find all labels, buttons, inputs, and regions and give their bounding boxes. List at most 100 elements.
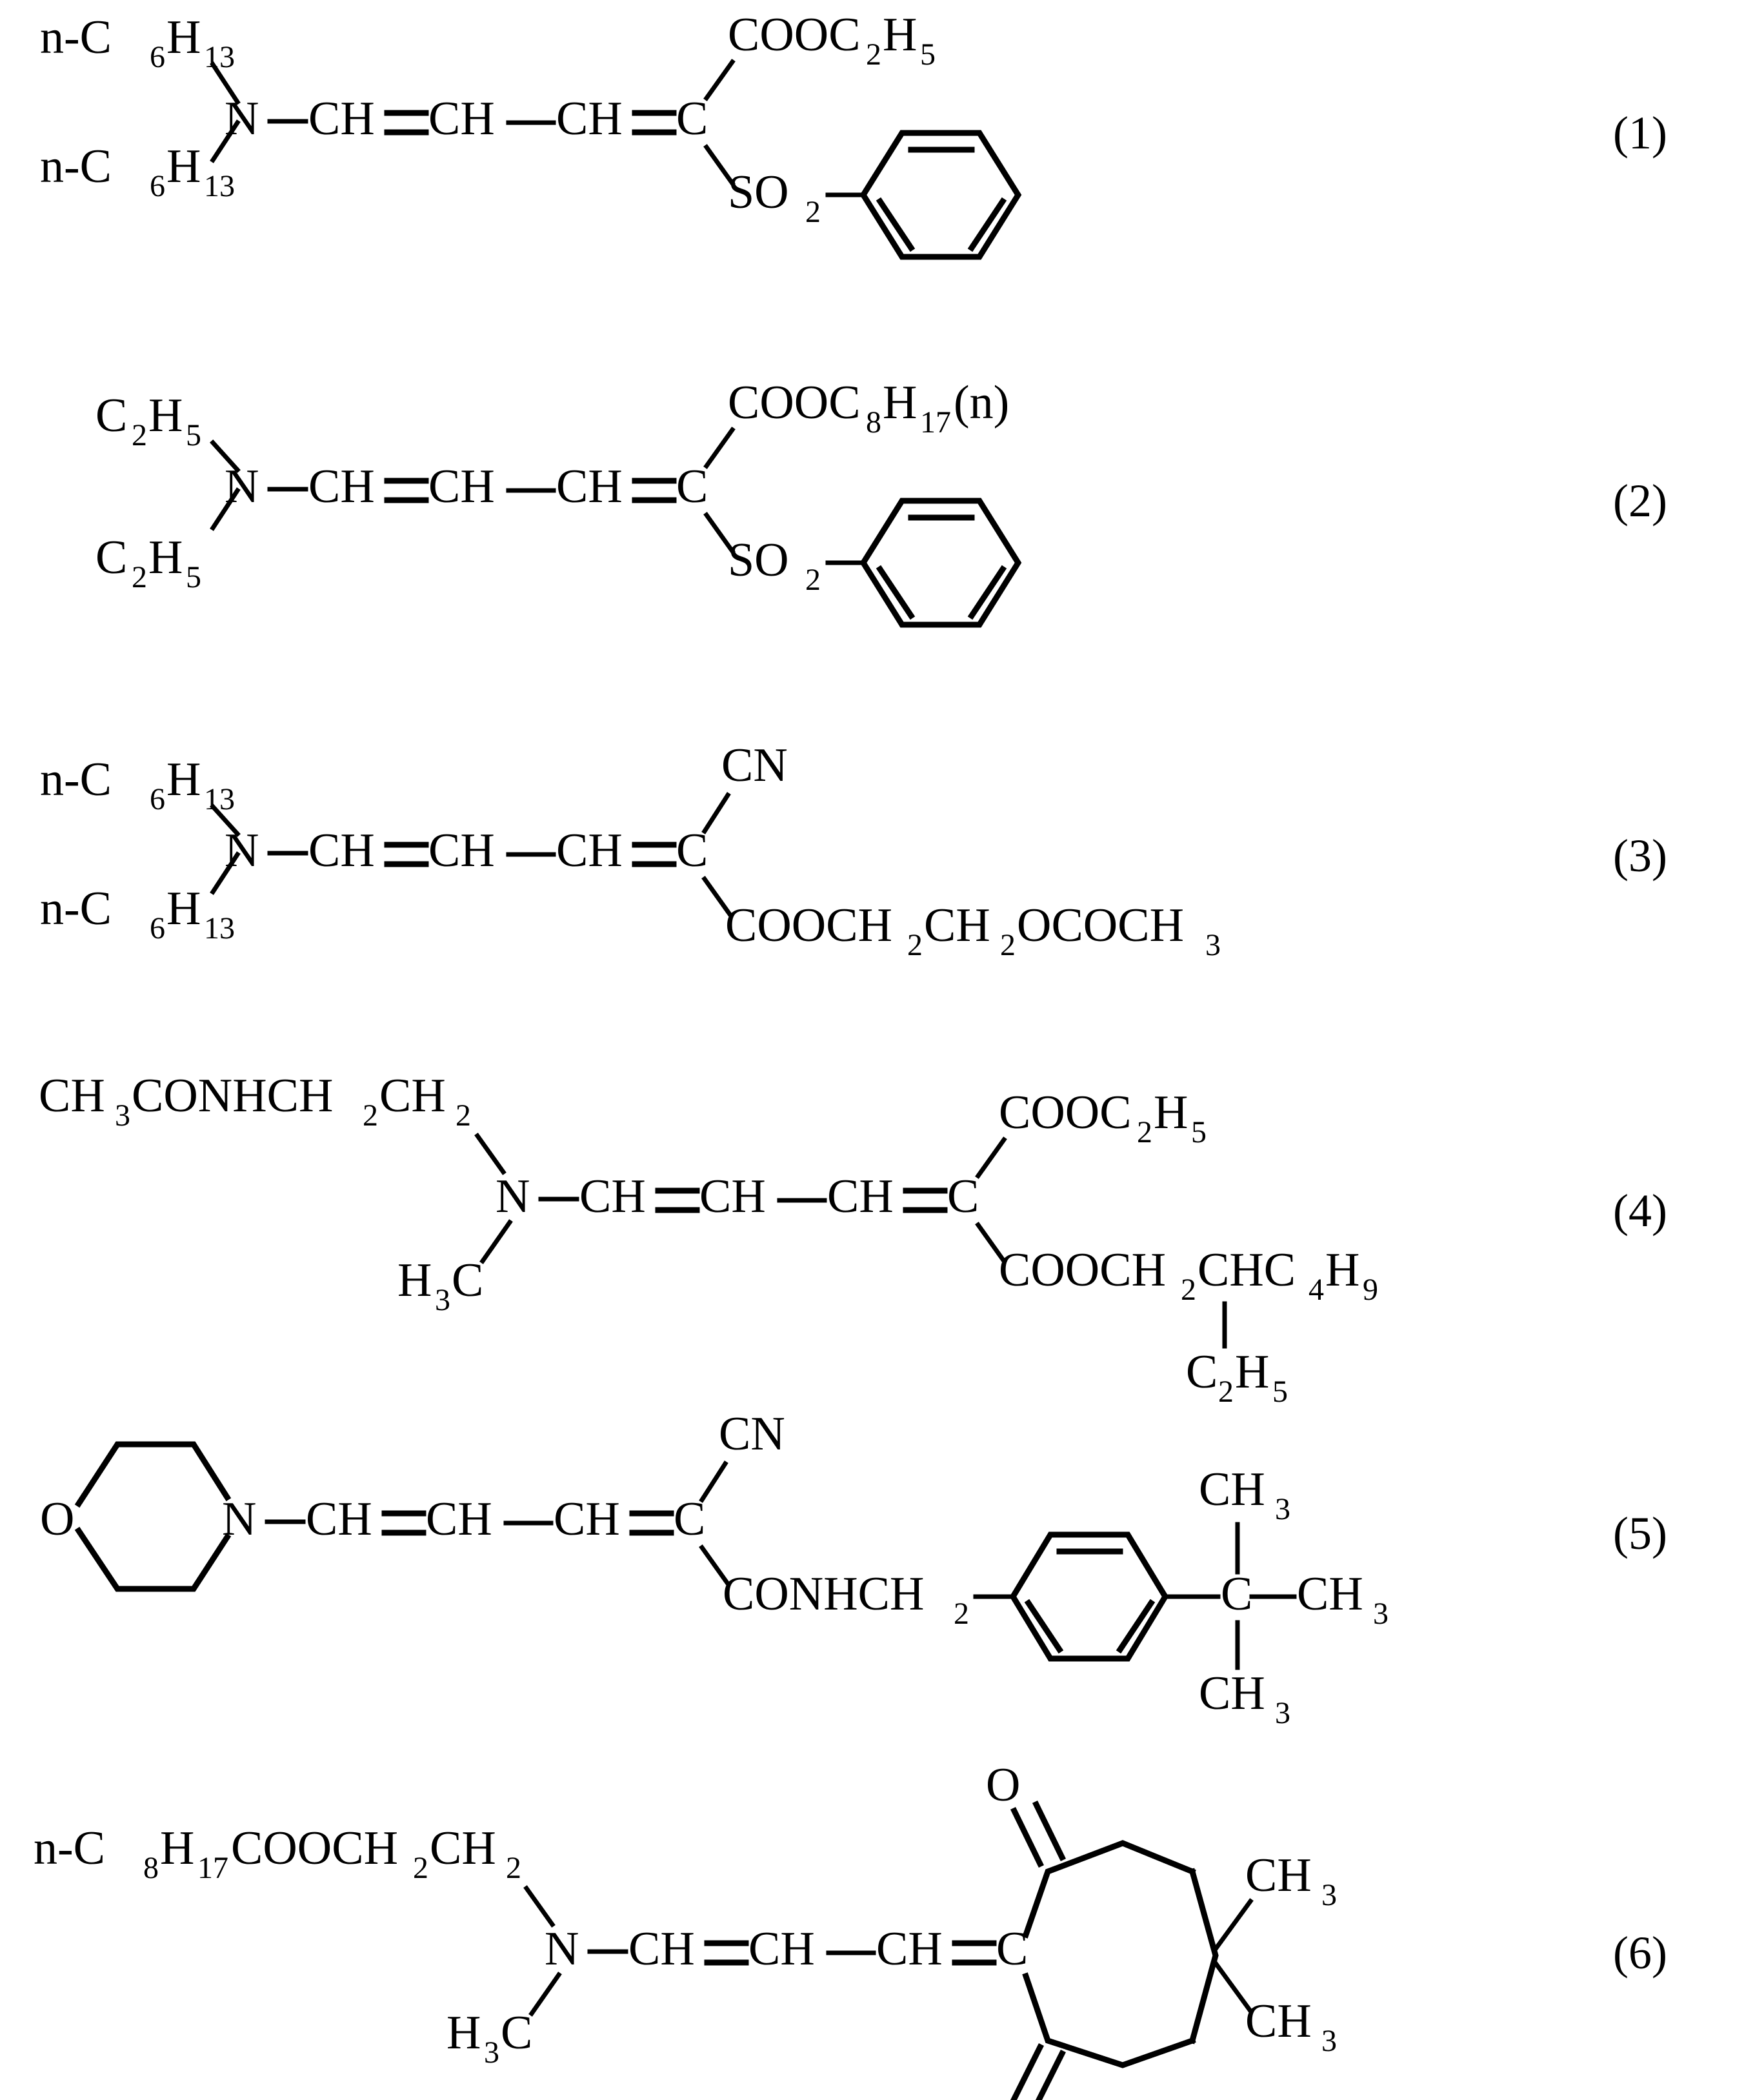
s1-sulfonyl-sub2: 2 bbox=[805, 195, 821, 229]
s4-branch-sub2: 2 bbox=[1218, 1375, 1234, 1409]
s1-ester-sub2: 2 bbox=[866, 37, 881, 72]
s2-left-top-sub2: 2 bbox=[132, 418, 147, 452]
s2-ester-label: COOC bbox=[728, 376, 861, 429]
s3-left-top-h: H bbox=[166, 753, 201, 806]
s1-left-top-h: H bbox=[166, 11, 201, 64]
s4-amide-ch2b: CH bbox=[379, 1069, 446, 1122]
s4-bond-c-ester-top bbox=[975, 1136, 1007, 1179]
s1-ester-label: COOC bbox=[728, 8, 861, 61]
s5-tbutyl-center: C bbox=[1221, 1568, 1252, 1620]
s5-morpholine-lower bbox=[74, 1526, 232, 1592]
s6-oxo-bottom-oxygen: O bbox=[986, 2094, 1020, 2100]
s1-phenyl-ring bbox=[859, 130, 1022, 260]
s2-left-top-label: C bbox=[95, 389, 127, 442]
s4-branch-c: C bbox=[1186, 1346, 1218, 1398]
s2-sulfonyl-sub2: 2 bbox=[805, 563, 821, 597]
s4-bond-n-methyl bbox=[479, 1219, 513, 1264]
s6-ch-2: CH bbox=[748, 1923, 815, 1975]
s3-ester-sub2a: 2 bbox=[907, 928, 923, 962]
s4-ch-1: CH bbox=[579, 1170, 646, 1223]
s1-ch-1: CH bbox=[308, 92, 375, 145]
s6-methyl-sub3: 3 bbox=[484, 2035, 499, 2070]
s1-sulfonyl-label: SO bbox=[728, 166, 789, 219]
s6-methyl-bottom-sub3: 3 bbox=[1321, 2024, 1337, 2058]
s4-ester-bottom-sub2: 2 bbox=[1181, 1273, 1196, 1307]
s4-ester-top-sub5: 5 bbox=[1191, 1115, 1207, 1149]
s6-chain-sub2a: 2 bbox=[413, 1851, 428, 1885]
s1-number: (1) bbox=[1613, 107, 1667, 159]
s4-amide-conh: CONHCH bbox=[132, 1069, 333, 1122]
s2-ch-2: CH bbox=[428, 460, 495, 513]
s4-ester-bottom-h: H bbox=[1325, 1244, 1359, 1297]
s6-ch-1: CH bbox=[628, 1923, 695, 1975]
s1-phenyl-dbl-left bbox=[876, 197, 916, 252]
s2-left-bottom-sub2: 2 bbox=[132, 560, 147, 594]
s3-left-top-label: n-C bbox=[40, 753, 112, 806]
s2-ch-3: CH bbox=[556, 460, 623, 513]
s4-methyl-sub3: 3 bbox=[435, 1283, 450, 1317]
s2-phenyl-ring bbox=[859, 498, 1022, 628]
s4-ch-2: CH bbox=[699, 1170, 766, 1223]
s6-ring-right bbox=[1188, 1868, 1219, 2044]
s2-bond-c-ester bbox=[703, 427, 736, 469]
s6-methyl-h: H bbox=[446, 2006, 481, 2059]
s6-ring-lower-left bbox=[1022, 1972, 1196, 2068]
s6-oxo-bottom-b bbox=[1035, 2049, 1067, 2100]
s1-left-bottom-sub13: 13 bbox=[204, 169, 235, 203]
s1-ch-2: CH bbox=[428, 92, 495, 145]
s5-tbutyl-bottom-sub3: 3 bbox=[1275, 1696, 1290, 1730]
s2-phenyl-dbl-right bbox=[967, 565, 1007, 620]
s4-methyl-c: C bbox=[452, 1254, 483, 1307]
s1-left-top-sub13: 13 bbox=[204, 40, 235, 74]
s3-ch-3: CH bbox=[556, 824, 623, 877]
s5-morpholine-upper bbox=[74, 1441, 232, 1508]
s1-left-bottom-label: n-C bbox=[40, 140, 112, 193]
s4-amide-sub3: 3 bbox=[115, 1098, 130, 1133]
s5-tbutyl-top-sub3: 3 bbox=[1275, 1492, 1290, 1526]
s5-tbutyl-bottom-ch3: CH bbox=[1199, 1667, 1265, 1720]
s4-ester-bottom-sub4: 4 bbox=[1308, 1273, 1324, 1307]
s2-left-bottom-sub5: 5 bbox=[186, 560, 201, 594]
s3-bond-c-ester bbox=[701, 876, 734, 918]
s1-left-top-label: n-C bbox=[40, 11, 112, 64]
s6-bond-chain-n bbox=[523, 1885, 556, 1928]
s5-tbutyl-top-ch3: CH bbox=[1199, 1463, 1265, 1516]
s4-ester-bottom-chc: CHC bbox=[1198, 1244, 1296, 1297]
s6-number: (6) bbox=[1613, 1927, 1667, 1979]
s6-oxo-top-b bbox=[1032, 1800, 1067, 1862]
s2-carbon: C bbox=[676, 460, 708, 513]
s6-ch-3: CH bbox=[876, 1923, 943, 1975]
s6-methyl-c: C bbox=[501, 2006, 532, 2059]
s5-ch-1: CH bbox=[306, 1493, 372, 1546]
s4-ch-3: CH bbox=[827, 1170, 894, 1223]
s2-bond-c-sulfonyl bbox=[703, 512, 736, 554]
s2-ester-paren-n: (n) bbox=[954, 376, 1009, 429]
s2-sulfonyl-label: SO bbox=[728, 534, 789, 587]
s2-left-top-h: H bbox=[148, 389, 183, 442]
s2-left-top-sub5: 5 bbox=[186, 418, 201, 452]
s3-left-bottom-h: H bbox=[166, 882, 201, 935]
s3-ester-sub2b: 2 bbox=[1000, 928, 1016, 962]
s5-nitrogen: N bbox=[222, 1493, 256, 1546]
s3-number: (3) bbox=[1613, 830, 1667, 882]
s2-left-bottom-h: H bbox=[148, 531, 183, 584]
s3-ester-sub3: 3 bbox=[1205, 928, 1221, 962]
s4-ester-top-label: COOC bbox=[999, 1086, 1132, 1139]
s6-chain-h: H bbox=[160, 1822, 194, 1875]
s4-branch-h: H bbox=[1235, 1346, 1269, 1398]
s5-number: (5) bbox=[1613, 1508, 1667, 1559]
s6-methyl-top-sub3: 3 bbox=[1321, 1878, 1337, 1912]
s1-ch-3: CH bbox=[556, 92, 623, 145]
s1-bond-c-sulfonyl bbox=[703, 144, 736, 187]
s6-oxo-top-oxygen: O bbox=[986, 1759, 1020, 1812]
s5-morpholine-oxygen: O bbox=[40, 1493, 74, 1546]
s3-carbon: C bbox=[676, 824, 708, 877]
s1-left-bottom-h: H bbox=[166, 140, 201, 193]
s3-ester-label: COOCH bbox=[725, 899, 892, 952]
s6-bond-n-methyl bbox=[528, 1972, 562, 2017]
s5-cyano-label: CN bbox=[719, 1408, 785, 1460]
